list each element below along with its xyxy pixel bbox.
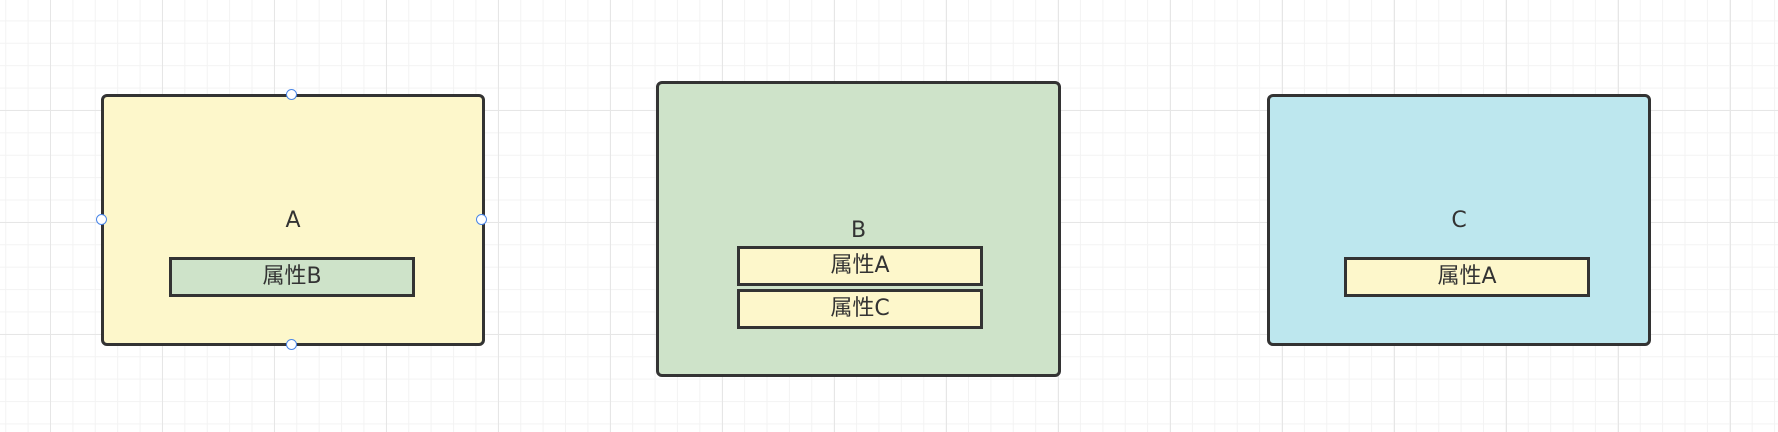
entity-b-attribute-a[interactable]: 属性A — [737, 246, 983, 286]
entity-a-attribute-b[interactable]: 属性B — [169, 257, 415, 297]
entity-c-box[interactable]: C 属性A — [1267, 94, 1651, 346]
entity-c-label: C — [1451, 208, 1467, 233]
entity-a-label: A — [285, 208, 301, 233]
entity-a-box[interactable]: A 属性B — [101, 94, 485, 346]
resize-handle-bottom[interactable] — [286, 339, 297, 350]
entity-c-attribute-a[interactable]: 属性A — [1344, 257, 1590, 297]
resize-handle-top[interactable] — [286, 89, 297, 100]
resize-handle-right[interactable] — [476, 214, 487, 225]
entity-b-attribute-c[interactable]: 属性C — [737, 289, 983, 329]
resize-handle-left[interactable] — [96, 214, 107, 225]
entity-b-box[interactable]: B 属性A 属性C — [656, 81, 1061, 377]
entity-b-label: B — [850, 218, 867, 243]
